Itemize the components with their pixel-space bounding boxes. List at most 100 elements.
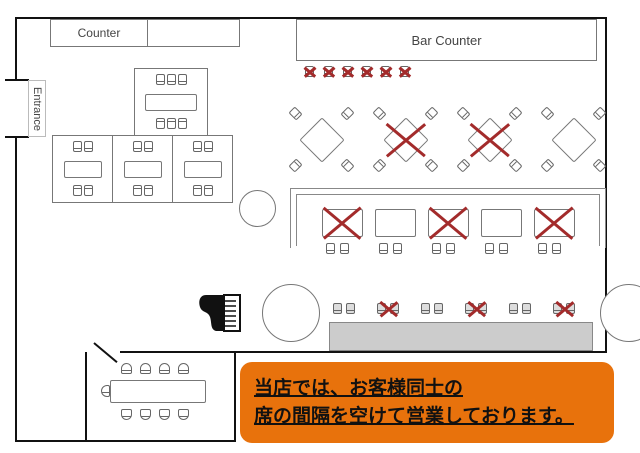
chair (538, 243, 547, 254)
chair (432, 243, 441, 254)
chair (340, 243, 349, 254)
diamond-table (299, 117, 345, 163)
wall-right (605, 17, 607, 353)
counter-label: Counter (77, 26, 121, 40)
chair (485, 243, 494, 254)
table (145, 94, 197, 111)
chair (379, 243, 388, 254)
bar-counter-label: Bar Counter (411, 32, 482, 48)
closed-x-mark (400, 66, 410, 78)
closed-x-mark (537, 206, 571, 240)
chair (372, 158, 387, 173)
chair (178, 363, 189, 374)
chair (421, 303, 430, 314)
closed-x-mark (431, 206, 465, 240)
chair (499, 243, 508, 254)
piano-icon (199, 294, 241, 332)
bar-counter: Bar Counter (296, 19, 597, 61)
chair (424, 106, 439, 121)
round-pillar (239, 190, 276, 227)
table (63, 161, 102, 178)
table (123, 161, 162, 178)
closed-x-mark (343, 66, 353, 78)
booth-bench-inner (296, 194, 600, 246)
chair (121, 363, 132, 374)
wall-bottom (15, 440, 236, 442)
entrance-label: Entrance (31, 86, 43, 131)
counter: Counter (50, 19, 148, 47)
closed-x-mark (324, 66, 334, 78)
notice-line-2: 席の間隔を空けて営業しております。 (254, 405, 574, 427)
booth-table (375, 209, 416, 237)
chair (177, 118, 187, 129)
wall-left-lower (15, 137, 17, 442)
chair (143, 185, 153, 196)
chair (155, 74, 165, 85)
wall-private-left (85, 352, 87, 442)
chair (340, 106, 355, 121)
counter-extension (147, 19, 240, 47)
chair (393, 243, 402, 254)
diamond-table (551, 117, 597, 163)
chair (203, 141, 213, 152)
wall-private-right (234, 352, 236, 442)
wall-diagonal (93, 342, 118, 364)
closed-x-mark (557, 302, 573, 316)
chair (140, 409, 151, 420)
closed-x-mark (388, 126, 424, 154)
closed-x-mark (362, 66, 372, 78)
chair (166, 118, 176, 129)
chair (178, 409, 189, 420)
chair (83, 185, 93, 196)
chair (288, 106, 303, 121)
closed-x-mark (325, 206, 359, 240)
chair (72, 185, 82, 196)
chair (159, 409, 170, 420)
chair (340, 158, 355, 173)
booth-bench (290, 188, 606, 248)
chair (456, 158, 471, 173)
door-mark-bottom (5, 136, 29, 138)
notice-banner: 当店では、お客様同士の 席の間隔を空けて営業しております。 (240, 362, 614, 443)
chair (552, 243, 561, 254)
notice-line-1: 当店では、お客様同士の (254, 377, 464, 399)
chair (72, 141, 82, 152)
bar-table (329, 322, 593, 351)
chair (508, 158, 523, 173)
chair (456, 106, 471, 121)
closed-x-mark (381, 66, 391, 78)
chair (522, 303, 531, 314)
chair (192, 185, 202, 196)
chair (424, 158, 439, 173)
closed-x-mark (381, 302, 397, 316)
wall-left-upper (15, 17, 17, 80)
booth-table (481, 209, 522, 237)
chair (132, 185, 142, 196)
chair (177, 74, 187, 85)
chair (434, 303, 443, 314)
entrance[interactable]: Entrance (28, 80, 46, 137)
chair (326, 243, 335, 254)
private-table (110, 380, 206, 403)
chair (508, 106, 523, 121)
closed-x-mark (469, 302, 485, 316)
chair (83, 141, 93, 152)
chair (140, 363, 151, 374)
door-mark-top (5, 79, 29, 81)
chair (540, 158, 555, 173)
chair (121, 409, 132, 420)
wall-bar-bottom (120, 351, 607, 353)
chair (143, 141, 153, 152)
closed-x-mark (305, 66, 315, 78)
chair (288, 158, 303, 173)
chair (132, 141, 142, 152)
chair (101, 385, 110, 397)
chair (509, 303, 518, 314)
chair (155, 118, 165, 129)
chair (333, 303, 342, 314)
chair (540, 106, 555, 121)
round-pillar-large (262, 284, 320, 342)
chair (203, 185, 213, 196)
chair (192, 141, 202, 152)
chair (166, 74, 176, 85)
